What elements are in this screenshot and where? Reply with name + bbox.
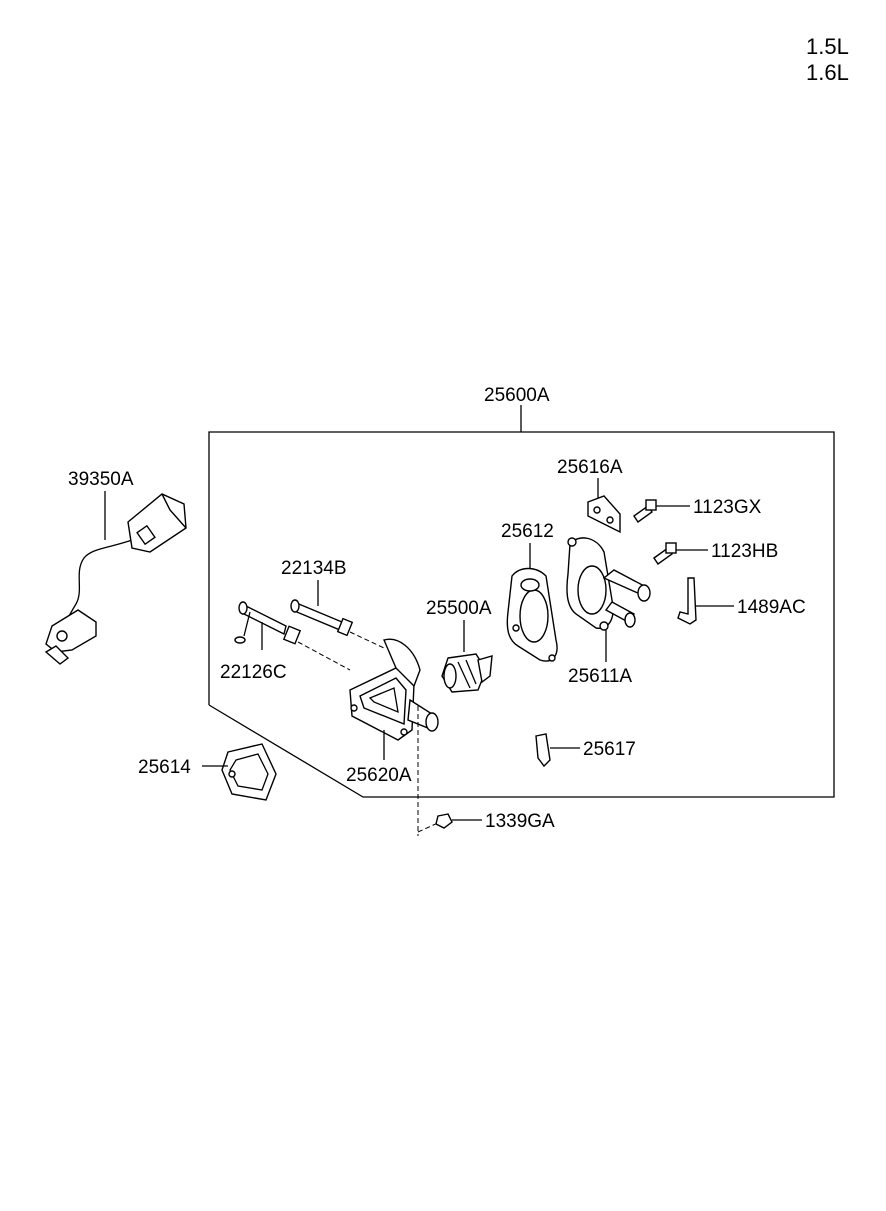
label-25600a: 25600A (484, 385, 550, 406)
clip-1489ac (677, 577, 734, 625)
label-25614: 25614 (138, 757, 191, 778)
label-25611a: 25611A (568, 666, 632, 687)
housing-25611a (566, 537, 651, 662)
pipe-22134b (290, 580, 385, 649)
engine-label-2: 1.6L (806, 60, 849, 85)
label-25617: 25617 (583, 739, 636, 760)
gasket-25612 (506, 543, 558, 662)
label-25616a: 25616A (557, 457, 623, 478)
label-25612: 25612 (501, 521, 554, 542)
label-1489ac: 1489AC (737, 597, 806, 618)
label-22134b: 22134B (281, 558, 347, 579)
sensor-39350a (44, 491, 187, 665)
label-1123hb: 1123HB (711, 541, 778, 562)
bracket-25616a (587, 478, 621, 534)
engine-label-1: 1.5L (806, 34, 849, 59)
housing-25620a (349, 638, 439, 760)
pipe-22126c (234, 601, 351, 671)
gasket-25614 (202, 743, 277, 801)
bolt-1123hb (653, 542, 708, 565)
label-25620a: 25620A (346, 765, 412, 786)
assembly-frame (208, 405, 835, 798)
label-22126c: 22126C (220, 662, 287, 683)
label-1339ga: 1339GA (485, 811, 555, 832)
bolt-1123gx (633, 499, 690, 523)
nut-1339ga (417, 706, 482, 836)
label-1123gx: 1123GX (693, 497, 762, 518)
thermostat-25500a (441, 620, 493, 693)
clip-25617 (535, 733, 580, 768)
label-39350a: 39350A (68, 469, 134, 490)
label-25500a: 25500A (426, 598, 492, 619)
